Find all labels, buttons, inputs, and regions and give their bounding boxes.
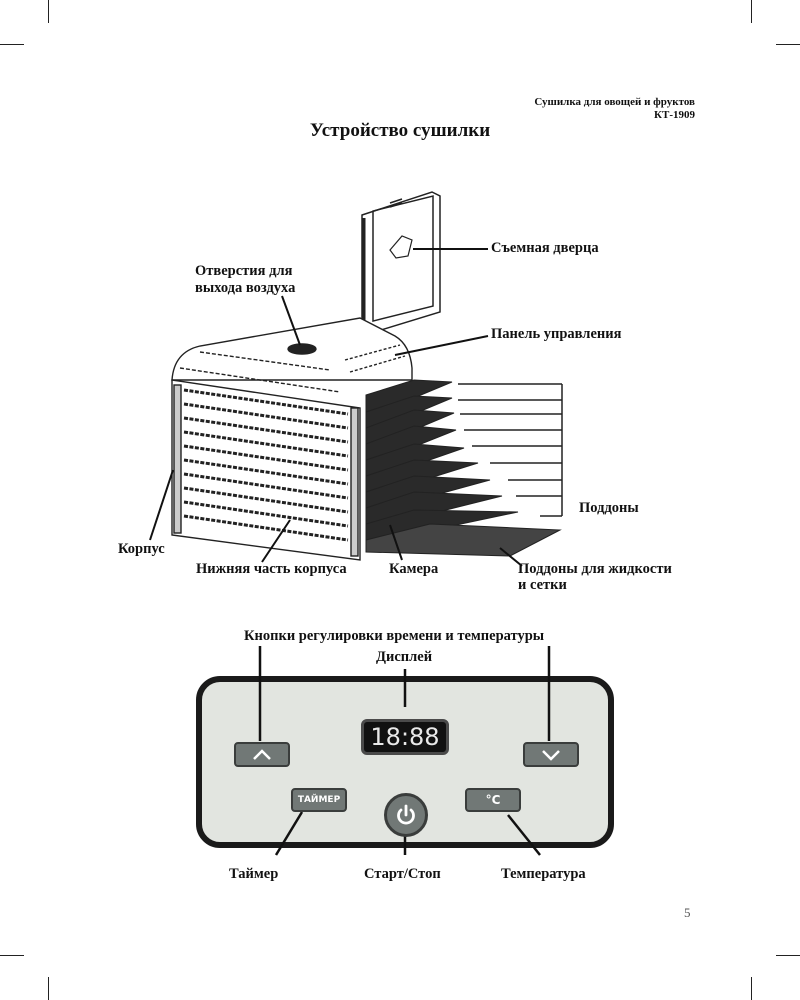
- crop-mark: [0, 44, 24, 45]
- page-number: 5: [684, 905, 691, 920]
- chevron-up-icon: [253, 748, 271, 760]
- crop-mark: [48, 977, 49, 1000]
- crop-mark: [776, 44, 800, 45]
- page-title: Устройство сушилки: [309, 120, 491, 141]
- trays: [365, 379, 562, 557]
- temperature-button[interactable]: °C: [465, 788, 521, 812]
- up-button[interactable]: [234, 742, 290, 767]
- label-liquid-trays-2: и сетки: [518, 577, 567, 593]
- label-temperature: Температура: [501, 866, 586, 882]
- label-air-vents-2: выхода воздуха: [195, 280, 296, 296]
- power-icon: [397, 804, 415, 825]
- label-lower-housing: Нижняя часть корпуса: [196, 561, 347, 577]
- label-removable-door: Съемная дверца: [491, 240, 599, 256]
- down-button[interactable]: [523, 742, 579, 767]
- start-stop-button[interactable]: [384, 793, 428, 837]
- timer-button[interactable]: ТАЙМЕР: [291, 788, 347, 812]
- crop-mark: [0, 955, 24, 956]
- crop-mark: [48, 0, 49, 23]
- label-trays: Поддоны: [579, 500, 639, 516]
- label-liquid-trays-1: Поддоны для жидкости: [518, 561, 672, 577]
- model-number: КТ-1909: [654, 109, 695, 121]
- label-housing: Корпус: [118, 541, 165, 557]
- label-chamber: Камера: [389, 561, 439, 577]
- label-air-vents-1: Отверстия для: [195, 263, 293, 279]
- front-vents: [183, 388, 349, 542]
- label-adjust-buttons: Кнопки регулировки времени и температуры: [244, 628, 545, 644]
- label-control-panel: Панель управления: [491, 326, 622, 342]
- label-display: Дисплей: [376, 649, 433, 665]
- crop-mark: [751, 977, 752, 1000]
- dehydrator-body: [171, 317, 413, 561]
- crop-mark: [776, 955, 800, 956]
- label-timer: Таймер: [229, 866, 279, 882]
- product-name: Сушилка для овощей и фруктов: [534, 96, 695, 108]
- crop-mark: [751, 0, 752, 23]
- chevron-down-icon: [542, 749, 560, 761]
- tray-leader-lines: [458, 383, 563, 517]
- label-start-stop: Старт/Стоп: [364, 866, 441, 882]
- time-display: 18:88: [361, 719, 449, 755]
- callout-lines: [149, 248, 523, 567]
